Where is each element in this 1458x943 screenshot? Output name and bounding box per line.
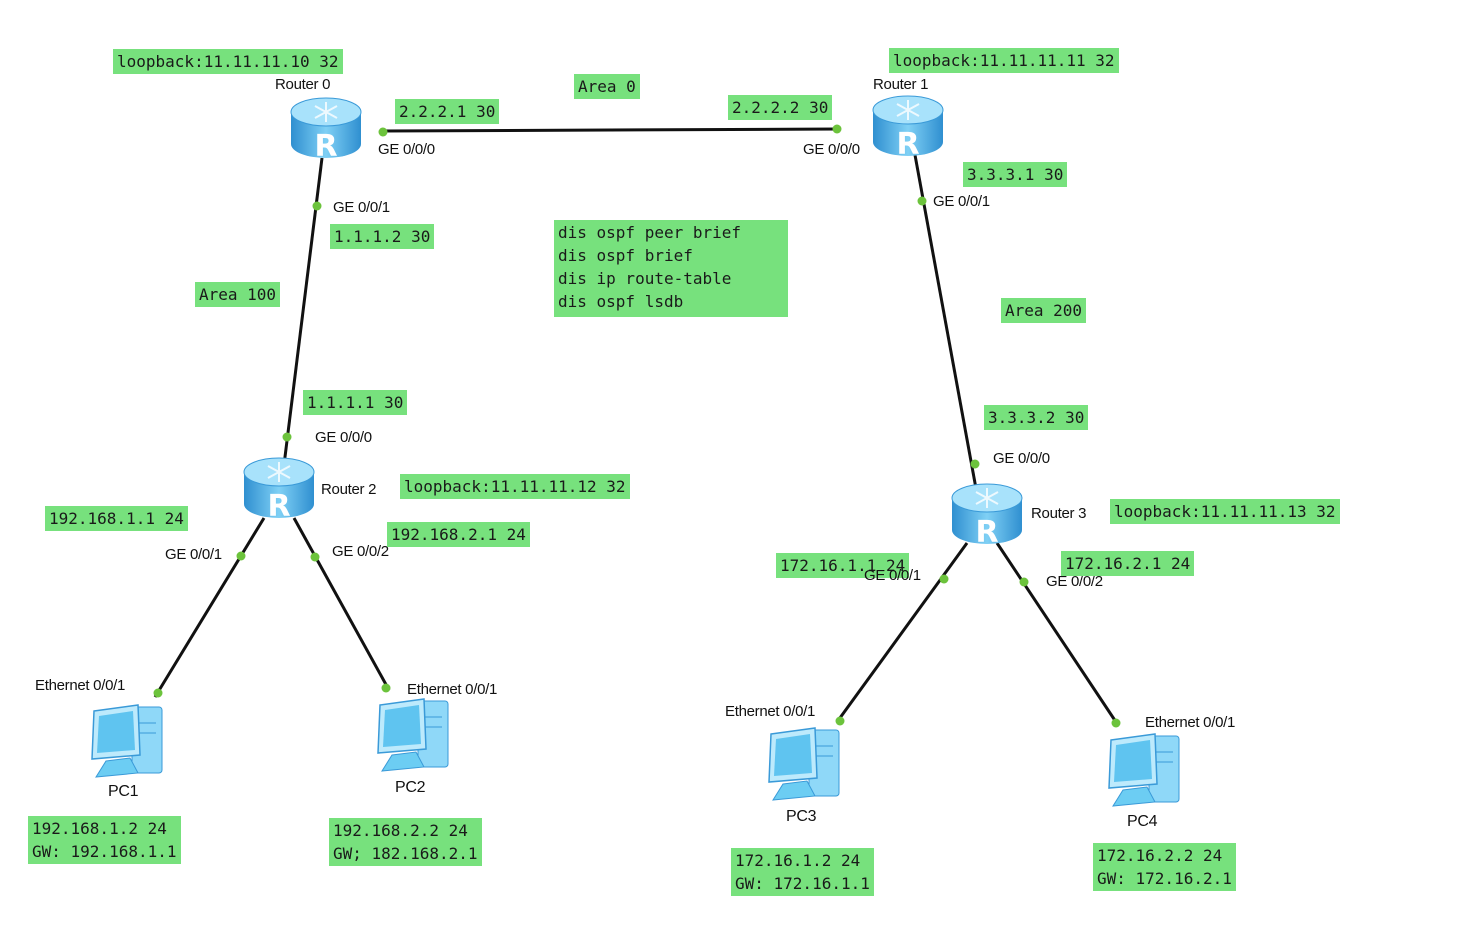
port-label: GE 0/0/1: [933, 193, 990, 210]
pc-config-note[interactable]: 172.16.2.2 24 GW: 172.16.2.1: [1093, 843, 1236, 891]
ip-note[interactable]: 1.1.1.1 30: [303, 390, 408, 415]
loopback-note[interactable]: loopback:11.11.11.12 32: [400, 474, 630, 499]
pc-icon: [377, 698, 449, 772]
router-2[interactable]: R: [242, 456, 316, 522]
router-2-label: Router 2: [321, 481, 377, 498]
port-dot[interactable]: [1111, 718, 1121, 728]
pc-3-label: PC3: [786, 808, 817, 825]
port-dot[interactable]: [378, 127, 388, 137]
pc-config-note[interactable]: 192.168.2.2 24 GW; 182.168.2.1: [329, 818, 482, 866]
router-1-label: Router 1: [873, 76, 929, 93]
loopback-note[interactable]: loopback:11.11.11.13 32: [1110, 499, 1340, 524]
port-label: GE 0/0/2: [1046, 573, 1103, 590]
pc-icon: [768, 727, 840, 801]
port-dot[interactable]: [1019, 577, 1029, 587]
ip-note[interactable]: 172.16.2.1 24: [1061, 551, 1195, 576]
port-label: GE 0/0/0: [993, 450, 1050, 467]
router-icon: R: [872, 95, 944, 160]
ip-note[interactable]: 172.16.1.1 24: [776, 553, 910, 578]
port-label: GE 0/0/0: [378, 141, 435, 158]
link-r3-pc3[interactable]: [835, 542, 969, 723]
router-0[interactable]: R: [289, 96, 363, 162]
ip-note[interactable]: 192.168.2.1 24: [387, 522, 530, 547]
port-label: GE 0/0/1: [165, 546, 222, 563]
port-label: Ethernet 0/0/1: [407, 681, 498, 698]
router-icon: R: [951, 483, 1023, 548]
port-dot[interactable]: [835, 716, 845, 726]
router-3-label: Router 3: [1031, 505, 1087, 522]
port-dot[interactable]: [381, 683, 391, 693]
svg-text:R: R: [314, 129, 337, 162]
pc-2-label: PC2: [395, 779, 426, 796]
area-note[interactable]: Area 0: [574, 74, 640, 99]
link-r0-r1[interactable]: [381, 127, 840, 133]
port-dot[interactable]: [970, 459, 980, 469]
pc-1-label: PC1: [108, 783, 139, 800]
loopback-note[interactable]: loopback:11.11.11.11 32: [889, 48, 1119, 73]
port-dot[interactable]: [917, 196, 927, 206]
port-dot[interactable]: [312, 201, 322, 211]
port-dot[interactable]: [236, 551, 246, 561]
link-r1-r3[interactable]: [913, 154, 979, 495]
loopback-note[interactable]: loopback:11.11.11.10 32: [113, 49, 343, 74]
pc-icon: [91, 704, 163, 778]
commands-note[interactable]: dis ospf peer brief dis ospf brief dis i…: [554, 220, 788, 317]
port-label: Ethernet 0/0/1: [35, 677, 126, 694]
port-dot[interactable]: [310, 552, 320, 562]
ip-note[interactable]: 2.2.2.1 30: [395, 99, 500, 124]
port-label: Ethernet 0/0/1: [1145, 714, 1236, 731]
router-0-label: Router 0: [275, 76, 331, 93]
svg-text:R: R: [896, 127, 919, 160]
pc-4[interactable]: [1103, 732, 1185, 812]
pc-1[interactable]: [86, 703, 168, 783]
svg-text:R: R: [267, 489, 290, 522]
pc-icon: [1108, 733, 1180, 807]
port-dot[interactable]: [282, 432, 292, 442]
router-3[interactable]: R: [950, 482, 1024, 548]
port-label: GE 0/0/1: [333, 199, 390, 216]
ip-note[interactable]: 2.2.2.2 30: [728, 95, 833, 120]
port-dot[interactable]: [939, 574, 949, 584]
pc-2[interactable]: [372, 697, 454, 777]
link-r2-pc1[interactable]: [153, 517, 266, 698]
pc-config-note[interactable]: 192.168.1.2 24 GW: 192.168.1.1: [28, 816, 181, 864]
pc-4-label: PC4: [1127, 813, 1158, 830]
port-label: GE 0/0/1: [864, 567, 921, 584]
area-note[interactable]: Area 100: [195, 282, 281, 307]
svg-text:R: R: [975, 515, 998, 548]
link-r3-pc4[interactable]: [995, 542, 1120, 726]
area-note[interactable]: Area 200: [1001, 298, 1087, 323]
ip-note[interactable]: 1.1.1.2 30: [330, 224, 435, 249]
port-label: GE 0/0/0: [803, 141, 860, 158]
link-r2-pc2[interactable]: [292, 517, 391, 691]
port-label: GE 0/0/0: [315, 429, 372, 446]
pc-config-note[interactable]: 172.16.1.2 24 GW: 172.16.1.1: [731, 848, 874, 896]
ip-note[interactable]: 3.3.3.2 30: [984, 405, 1089, 430]
ip-note[interactable]: 3.3.3.1 30: [963, 162, 1068, 187]
ip-note[interactable]: 192.168.1.1 24: [45, 506, 188, 531]
router-1[interactable]: R: [871, 94, 945, 160]
port-label: Ethernet 0/0/1: [725, 703, 816, 720]
router-icon: R: [243, 457, 315, 522]
port-label: GE 0/0/2: [332, 543, 389, 560]
port-dot[interactable]: [153, 688, 163, 698]
pc-3[interactable]: [763, 726, 845, 806]
router-icon: R: [290, 97, 362, 162]
port-dot[interactable]: [832, 124, 842, 134]
